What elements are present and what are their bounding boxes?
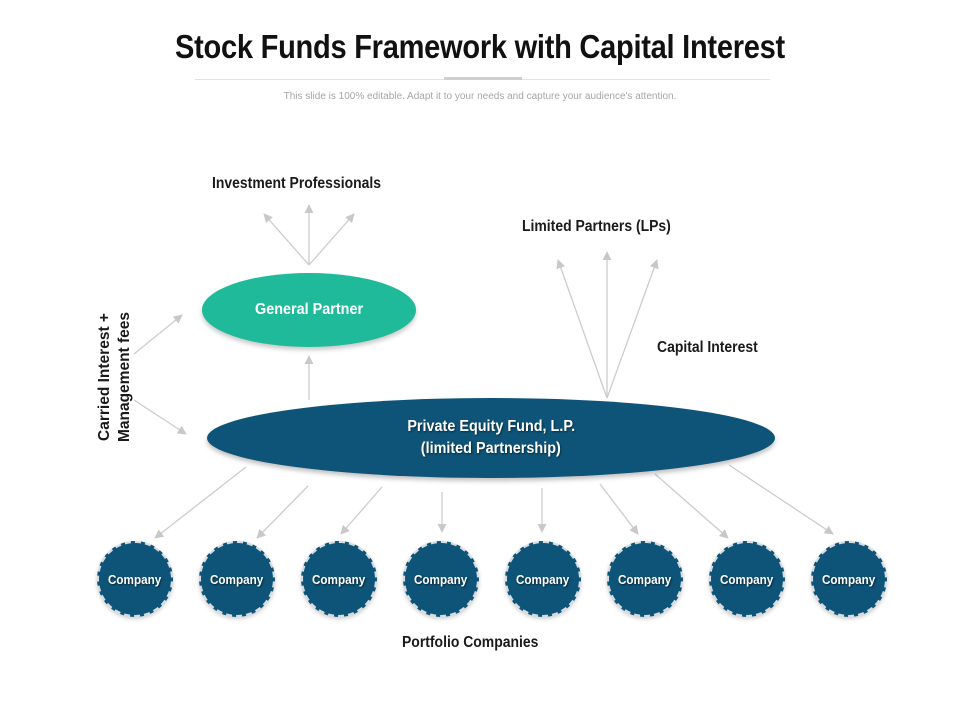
company-label: Company [618,571,672,587]
arrow-fund-to-company-1 [154,466,247,539]
company-node: Company [301,541,377,617]
page-title: Stock Funds Framework with Capital Inter… [175,28,785,65]
fund-label-line1: Private Equity Fund, L.P. [407,418,575,435]
label-investment-professionals: Investment Professionals [212,175,382,192]
arrow-fund-to-company-3 [340,486,383,535]
general-partner-label: General Partner [254,301,364,318]
company-node: Company [505,541,581,617]
label-capital-interest: Capital Interest [657,339,758,356]
company-label: Company [720,571,774,587]
arrow-gp-to-ip-right [308,213,355,266]
company-node: Company [199,541,275,617]
company-label: Company [210,571,264,587]
company-node: Company [811,541,887,617]
company-node: Company [403,541,479,617]
arrow-fund-to-company-6 [599,483,639,535]
company-node: Company [607,541,683,617]
carried-interest-line1: Carried Interest + [96,313,113,441]
subtitle: This slide is 100% editable. Adapt it to… [283,91,677,102]
arrow-fees-to-fund [133,399,187,435]
company-label: Company [414,571,468,587]
company-label: Company [822,571,876,587]
arrow-fund-to-company-7 [654,473,729,539]
company-label: Company [108,571,162,587]
company-label: Company [516,571,570,587]
arrow-fund-to-lp-left [556,259,608,399]
label-limited-partners: Limited Partners (LPs) [522,218,671,235]
company-node: Company [97,541,173,617]
carried-interest-line2: Management fees [116,311,133,443]
arrow-fund-to-company-2 [256,485,309,539]
private-equity-fund-node: Private Equity Fund, L.P. (limited Partn… [207,398,775,478]
arrow-gp-to-ip-left [263,213,310,266]
arrow-fund-to-company-8 [728,464,834,535]
fund-label-line2: (limited Partnership) [420,440,562,457]
company-label: Company [312,571,366,587]
company-node: Company [709,541,785,617]
title-divider-accent [444,77,522,80]
general-partner-node: General Partner [202,273,416,347]
label-carried-interest: Carried Interest + Management fees [95,297,135,457]
label-portfolio-companies: Portfolio Companies [402,634,539,651]
arrow-fund-to-lp-right [606,259,659,399]
arrow-fees-to-gp [133,314,183,355]
